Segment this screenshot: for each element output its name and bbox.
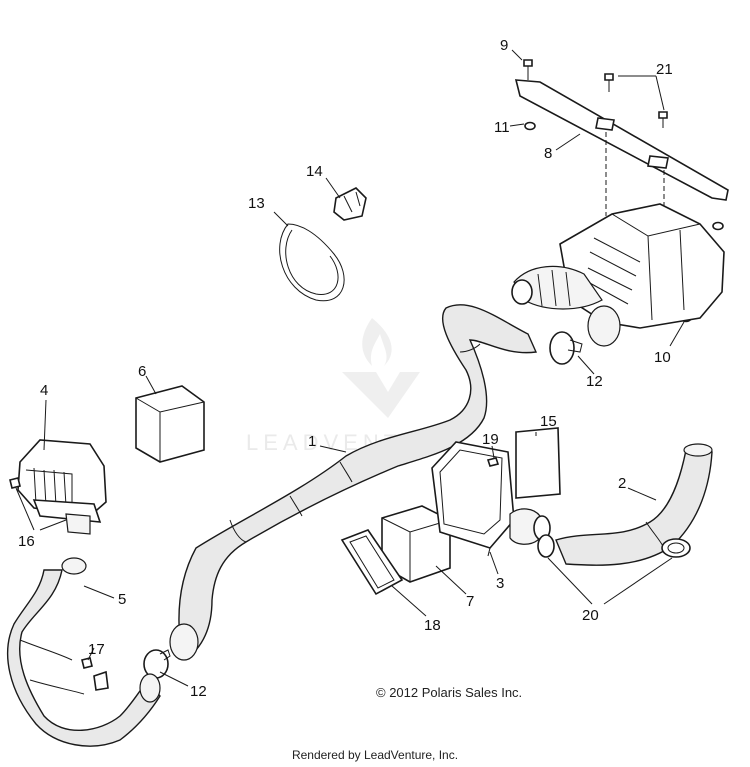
copyright-notice: © 2012 Polaris Sales Inc. <box>376 685 523 700</box>
elbow-hose-5 <box>7 557 161 747</box>
nut-upper <box>712 221 724 231</box>
callout-8: 8 <box>544 145 552 162</box>
filter-housing-3 <box>431 441 551 557</box>
sheet-15 <box>515 427 561 499</box>
rendered-by-credit: Rendered by LeadVenture, Inc. <box>291 748 459 762</box>
intake-hose-1 <box>169 304 538 661</box>
screw-21b <box>658 111 668 128</box>
callout-13: 13 <box>248 195 265 212</box>
screw-16 <box>9 477 21 489</box>
callout-1: 1 <box>308 433 316 450</box>
callout-9: 9 <box>500 37 508 54</box>
screw-19 <box>486 457 500 467</box>
strap-13-inner <box>285 229 339 295</box>
callout-6: 6 <box>138 363 146 380</box>
callout-2: 2 <box>618 475 626 492</box>
screw-9 <box>523 59 533 80</box>
inlet-box-4 <box>17 439 107 535</box>
callout-11: 11 <box>494 119 510 136</box>
gasket-18 <box>340 529 404 596</box>
leader-lines <box>15 49 685 687</box>
callout-12-bottom: 12 <box>190 683 207 700</box>
hose-2 <box>555 443 713 566</box>
screw-21a <box>604 73 614 92</box>
nut-11 <box>524 121 536 131</box>
callout-18: 18 <box>424 617 441 634</box>
callout-20: 20 <box>582 607 599 624</box>
clamp-20b <box>661 538 691 558</box>
callout-12-top: 12 <box>586 373 603 390</box>
clamp-12-top <box>549 331 583 365</box>
callout-10: 10 <box>654 349 671 366</box>
callout-7: 7 <box>466 593 474 610</box>
screw-17 <box>81 657 93 669</box>
callout-4: 4 <box>40 382 48 399</box>
clip-14 <box>333 187 367 221</box>
strap-13 <box>279 223 345 302</box>
callout-15: 15 <box>540 413 557 430</box>
callout-19: 19 <box>482 431 499 448</box>
callout-5: 5 <box>118 591 126 608</box>
callout-3: 3 <box>496 575 504 592</box>
callout-17: 17 <box>88 641 105 658</box>
callout-21: 21 <box>656 61 673 78</box>
callout-16: 16 <box>18 533 35 550</box>
foam-block-6 <box>135 385 205 463</box>
callout-14: 14 <box>306 163 323 180</box>
bracket-plate <box>514 79 729 201</box>
airbox-assembly <box>511 203 725 347</box>
clamp-20a <box>537 534 555 558</box>
